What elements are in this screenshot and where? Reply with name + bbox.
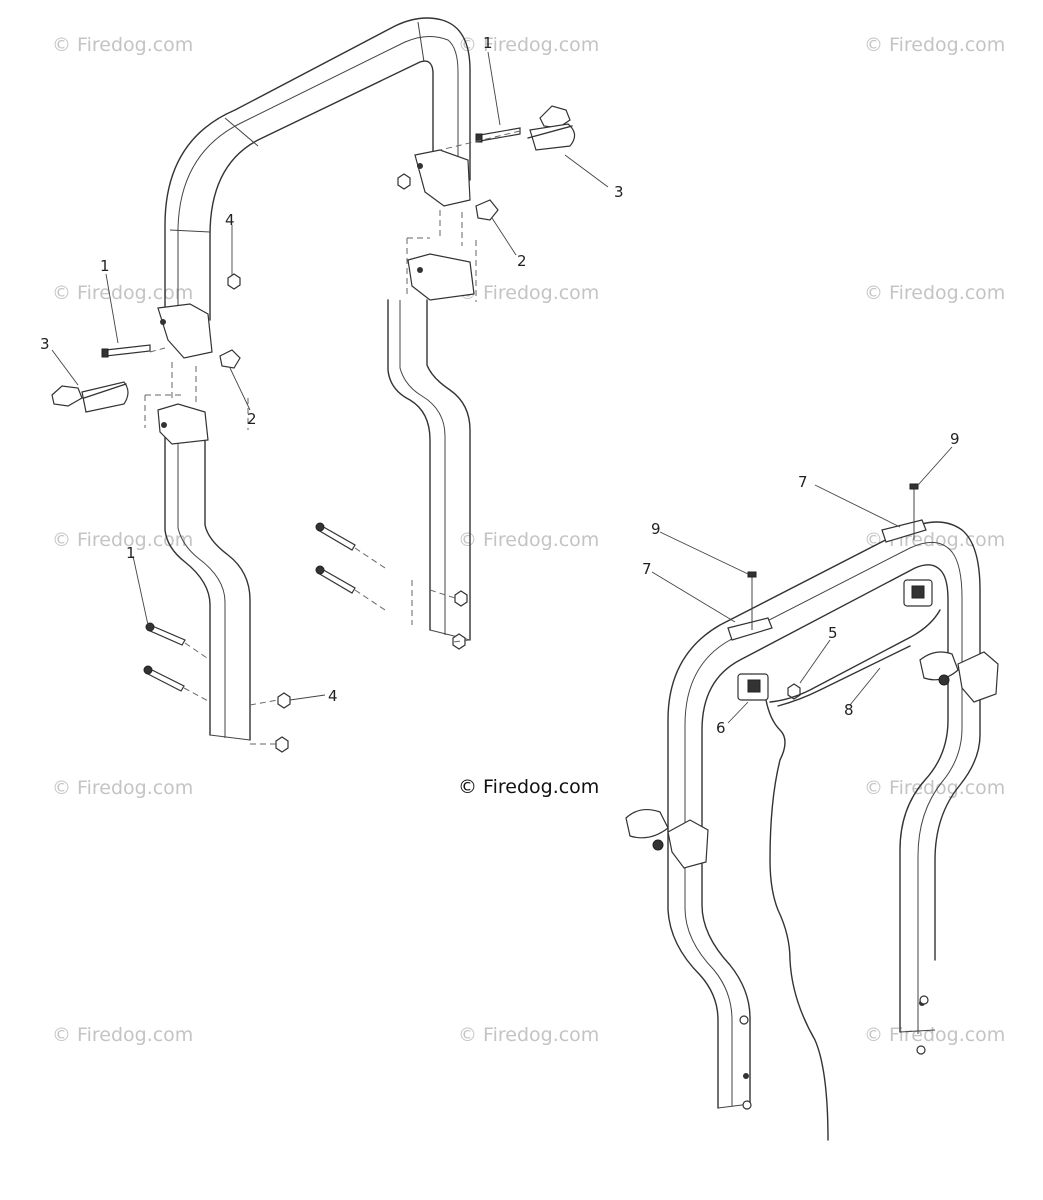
bolt-parts xyxy=(101,127,521,703)
right-lower-post xyxy=(387,253,475,641)
callout-1: 1 xyxy=(126,544,136,562)
callout-labels: 1 3 2 4 1 3 2 1 4 9 7 9 7 5 6 8 xyxy=(40,34,960,737)
callout-1: 1 xyxy=(100,257,110,275)
callout-2: 2 xyxy=(247,410,257,428)
callout-8: 8 xyxy=(844,701,854,719)
callout-6: 6 xyxy=(716,719,726,737)
watermark-text: © Firedog.com xyxy=(458,529,599,551)
leader-lines xyxy=(51,51,953,724)
knob-parts xyxy=(219,199,499,369)
watermarks: © Firedog.com © Firedog.com © Firedog.co… xyxy=(52,34,1005,1046)
watermark-text: © Firedog.com xyxy=(52,529,193,551)
watermark-text: © Firedog.com xyxy=(52,777,193,799)
watermark-text: © Firedog.com xyxy=(52,282,193,304)
callout-4: 4 xyxy=(225,211,235,229)
watermark-text: © Firedog.com xyxy=(864,1024,1005,1046)
callout-3: 3 xyxy=(614,183,624,201)
callout-5: 5 xyxy=(828,624,838,642)
callout-2: 2 xyxy=(517,252,527,270)
watermark-text: © Firedog.com xyxy=(458,282,599,304)
callout-7: 7 xyxy=(798,473,808,491)
watermark-text: © Firedog.com xyxy=(864,282,1005,304)
watermark-text: © Firedog.com xyxy=(864,777,1005,799)
left-lower-post xyxy=(157,403,251,741)
watermark-text: © Firedog.com xyxy=(864,34,1005,56)
callout-7: 7 xyxy=(642,560,652,578)
callout-3: 3 xyxy=(40,335,50,353)
watermark-text: © Firedog.com xyxy=(458,1024,599,1046)
callout-9: 9 xyxy=(950,430,960,448)
assembled-roll-bar xyxy=(625,483,999,1141)
watermark-text: © Firedog.com xyxy=(52,34,193,56)
callout-4: 4 xyxy=(328,687,338,705)
nut-parts xyxy=(227,173,471,753)
exploded-roll-bar-assembly xyxy=(51,17,576,753)
callout-1: 1 xyxy=(483,34,493,52)
watermark-text: © Firedog.com xyxy=(458,34,599,56)
watermark-text: © Firedog.com xyxy=(52,1024,193,1046)
copyright-text: © Firedog.com xyxy=(458,776,599,798)
clevis-pin-parts xyxy=(51,105,576,413)
callout-9: 9 xyxy=(651,520,661,538)
upper-hoop xyxy=(157,17,471,359)
